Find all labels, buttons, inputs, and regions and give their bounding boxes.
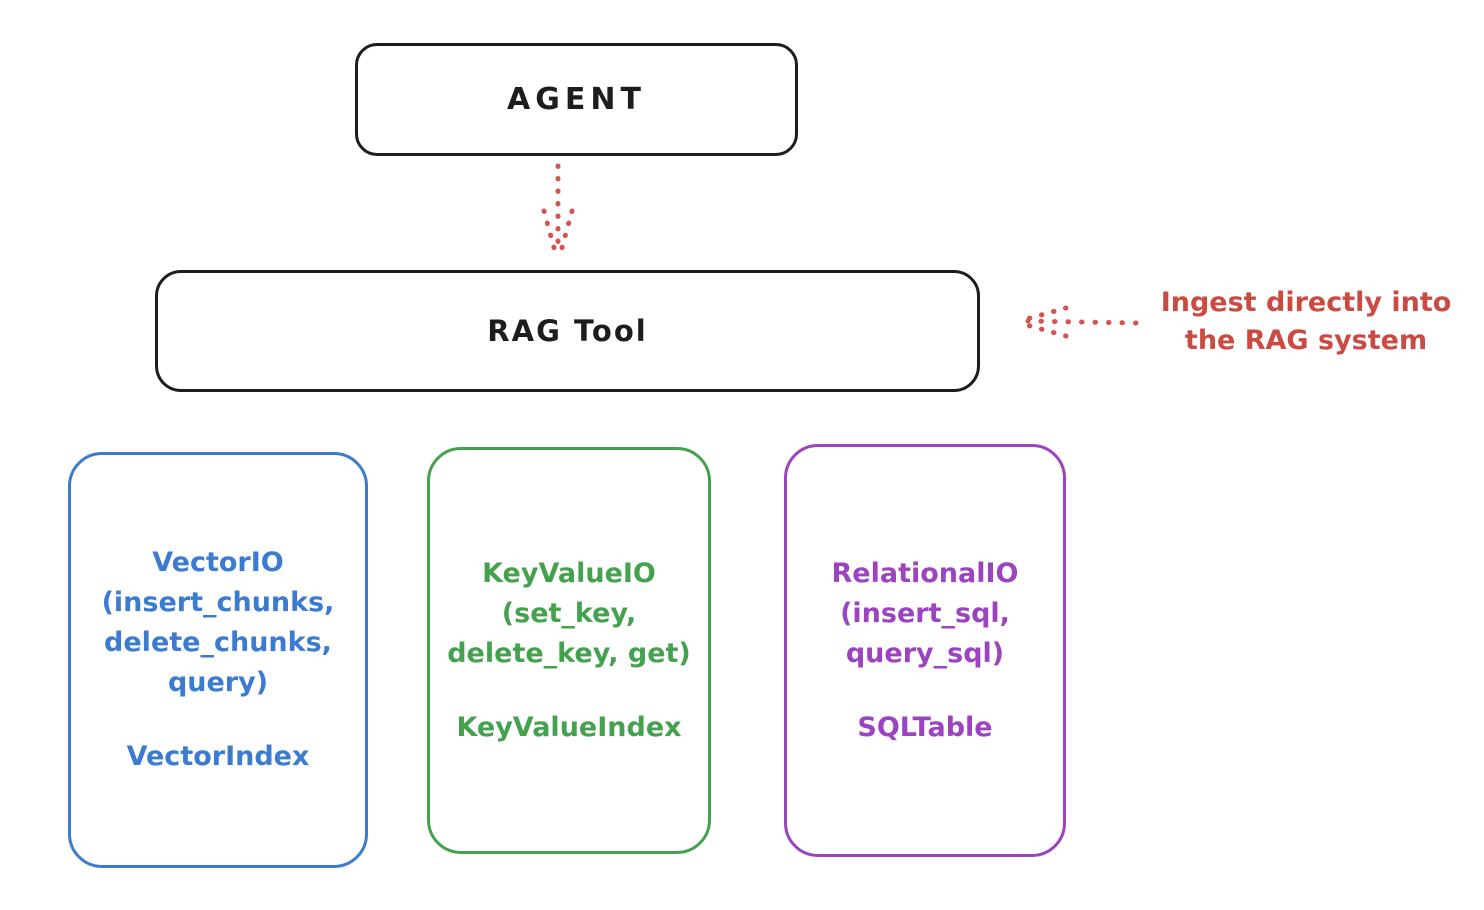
store-index-label: KeyValueIndex [456, 711, 682, 743]
store-line: query_sql) [845, 637, 1005, 669]
store-node-relational-io: RelationalIO (insert_sql, query_sql) SQL… [784, 444, 1066, 857]
store-line: delete_key, get) [447, 637, 691, 669]
annotation-line-2: the RAG system [1184, 325, 1428, 356]
rag-tool-label: RAG Tool [487, 314, 648, 348]
store-line: VectorIO [152, 547, 284, 578]
store-line: KeyValueIO [482, 557, 656, 589]
agent-node: AGENT [355, 43, 798, 156]
store-line: (set_key, [501, 597, 637, 629]
store-node-vector-io: VectorIO (insert_chunks, delete_chunks, … [68, 452, 368, 868]
store-line: delete_chunks, [104, 627, 332, 658]
store-line: query) [167, 667, 269, 698]
store-index-label: VectorIndex [126, 741, 310, 772]
rag-tool-node: RAG Tool [155, 270, 980, 392]
dotted-arrow-left-icon [1014, 300, 1142, 344]
agent-label: AGENT [507, 82, 646, 117]
store-node-keyvalue-io: KeyValueIO (set_key, delete_key, get) Ke… [427, 447, 711, 854]
store-line: (insert_chunks, [101, 587, 335, 618]
annotation-line-1: Ingest directly into [1160, 287, 1452, 318]
store-line: (insert_sql, [840, 597, 1010, 629]
annotation-note: Ingest directly into the RAG system [1138, 284, 1474, 360]
store-index-label: SQLTable [857, 711, 993, 743]
store-line: RelationalIO [831, 557, 1019, 589]
dotted-arrow-down-icon [536, 161, 580, 263]
